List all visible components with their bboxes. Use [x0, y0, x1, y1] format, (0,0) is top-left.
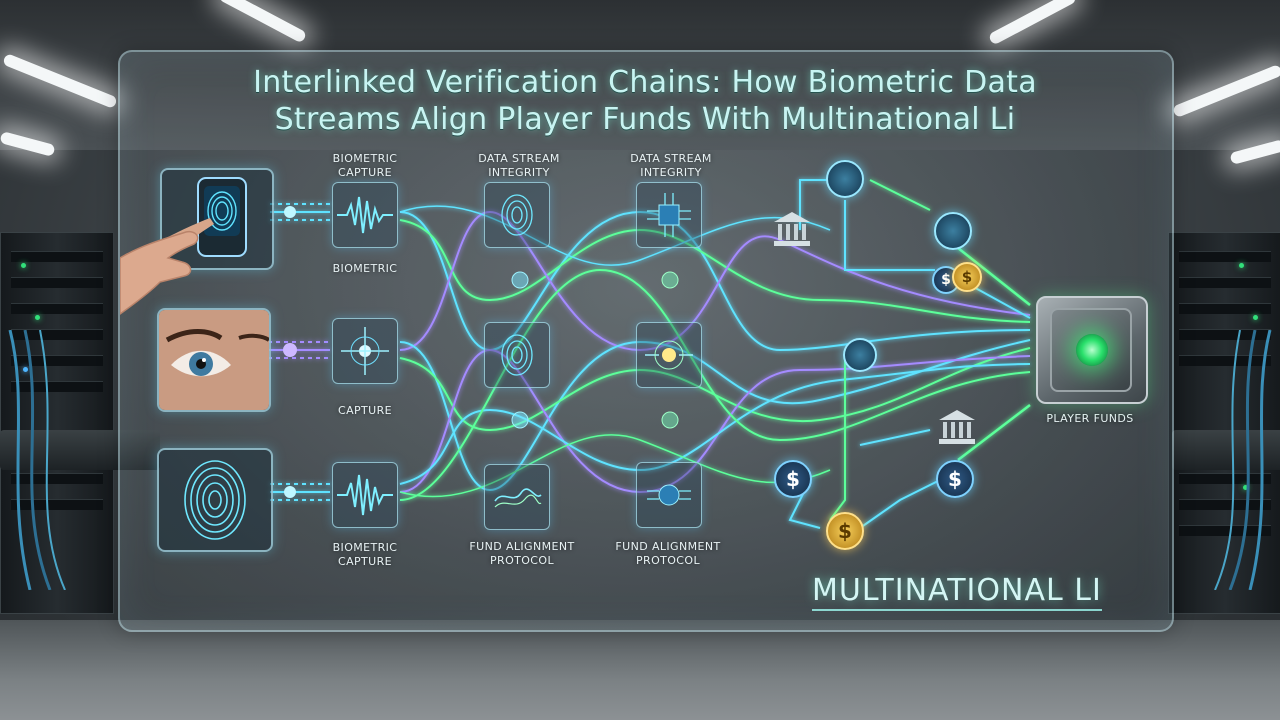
- cables-left: [8, 330, 66, 590]
- label-capture: Capture: [337, 404, 392, 417]
- chip-icon: [647, 193, 691, 237]
- pulse-chip-icon: [645, 340, 693, 370]
- title-line-2: Streams Align Player Funds With Multinat…: [274, 102, 1016, 137]
- integrity-chip-middle: [636, 322, 702, 388]
- fingerprint-cube-icon: [501, 334, 533, 376]
- bank-icon: [939, 410, 975, 444]
- waveform-icon: [337, 196, 393, 234]
- label-biometric: Biometric: [332, 262, 398, 275]
- capture-node-top: [332, 182, 398, 248]
- bank-icon: [774, 212, 810, 246]
- alignment-cube-bottom: [484, 464, 550, 530]
- label-data-stream-integrity-1: Data Stream Integrity: [478, 152, 560, 179]
- label-fund-alignment-1: Fund Alignment Protocol: [469, 540, 575, 567]
- fingerprint-cube-icon: [501, 194, 533, 236]
- integrity-chip-top: [636, 182, 702, 248]
- label-player-funds: Player Funds: [1046, 412, 1134, 425]
- ceiling: [0, 0, 1280, 150]
- label-biometric-capture-bottom: Biometric Capture: [332, 541, 398, 568]
- eye-icon: [159, 310, 269, 410]
- label-fund-alignment-2: Fund Alignment Protocol: [615, 540, 721, 567]
- chip-icon: [647, 484, 691, 506]
- cables-right: [1214, 330, 1272, 590]
- console-left: [0, 430, 160, 470]
- hand-pointing-icon: [120, 230, 199, 315]
- dollar-coin-icon: $: [826, 512, 864, 550]
- eye-scan-source: [157, 308, 271, 412]
- integrity-cube-top: [484, 182, 550, 248]
- data-cloud-icon: [494, 488, 542, 508]
- floor: [0, 620, 1280, 720]
- globe-icon: [934, 212, 972, 250]
- vault-door: [1050, 308, 1132, 392]
- label-biometric-capture-top: Biometric Capture: [332, 152, 398, 179]
- globe-icon: [843, 338, 877, 372]
- fingerprint-icon: [184, 460, 246, 540]
- player-funds-vault: [1036, 296, 1148, 404]
- server-rack-right: [1168, 232, 1280, 614]
- dollar-coin-icon: $: [936, 460, 974, 498]
- bottom-title: MULTINATIONAL LI: [812, 573, 1102, 611]
- title-line-1: Interlinked Verification Chains: How Bio…: [253, 65, 1037, 100]
- page-title: Interlinked Verification Chains: How Bio…: [250, 64, 1040, 138]
- waveform-icon: [337, 474, 393, 516]
- label-data-stream-integrity-2: Data Stream Integrity: [630, 152, 712, 179]
- dollar-coin-icon: $: [774, 460, 812, 498]
- alignment-chip-bottom: [636, 462, 702, 528]
- capture-node-bottom: [332, 462, 398, 528]
- globe-icon: [826, 160, 864, 198]
- dollar-coin-icon: $: [952, 262, 982, 292]
- sparkle-icon: [341, 327, 389, 375]
- fingerprint-source: [157, 448, 273, 552]
- capture-node-middle: [332, 318, 398, 384]
- integrity-cube-middle: [484, 322, 550, 388]
- vault-dial-icon: [1076, 334, 1108, 366]
